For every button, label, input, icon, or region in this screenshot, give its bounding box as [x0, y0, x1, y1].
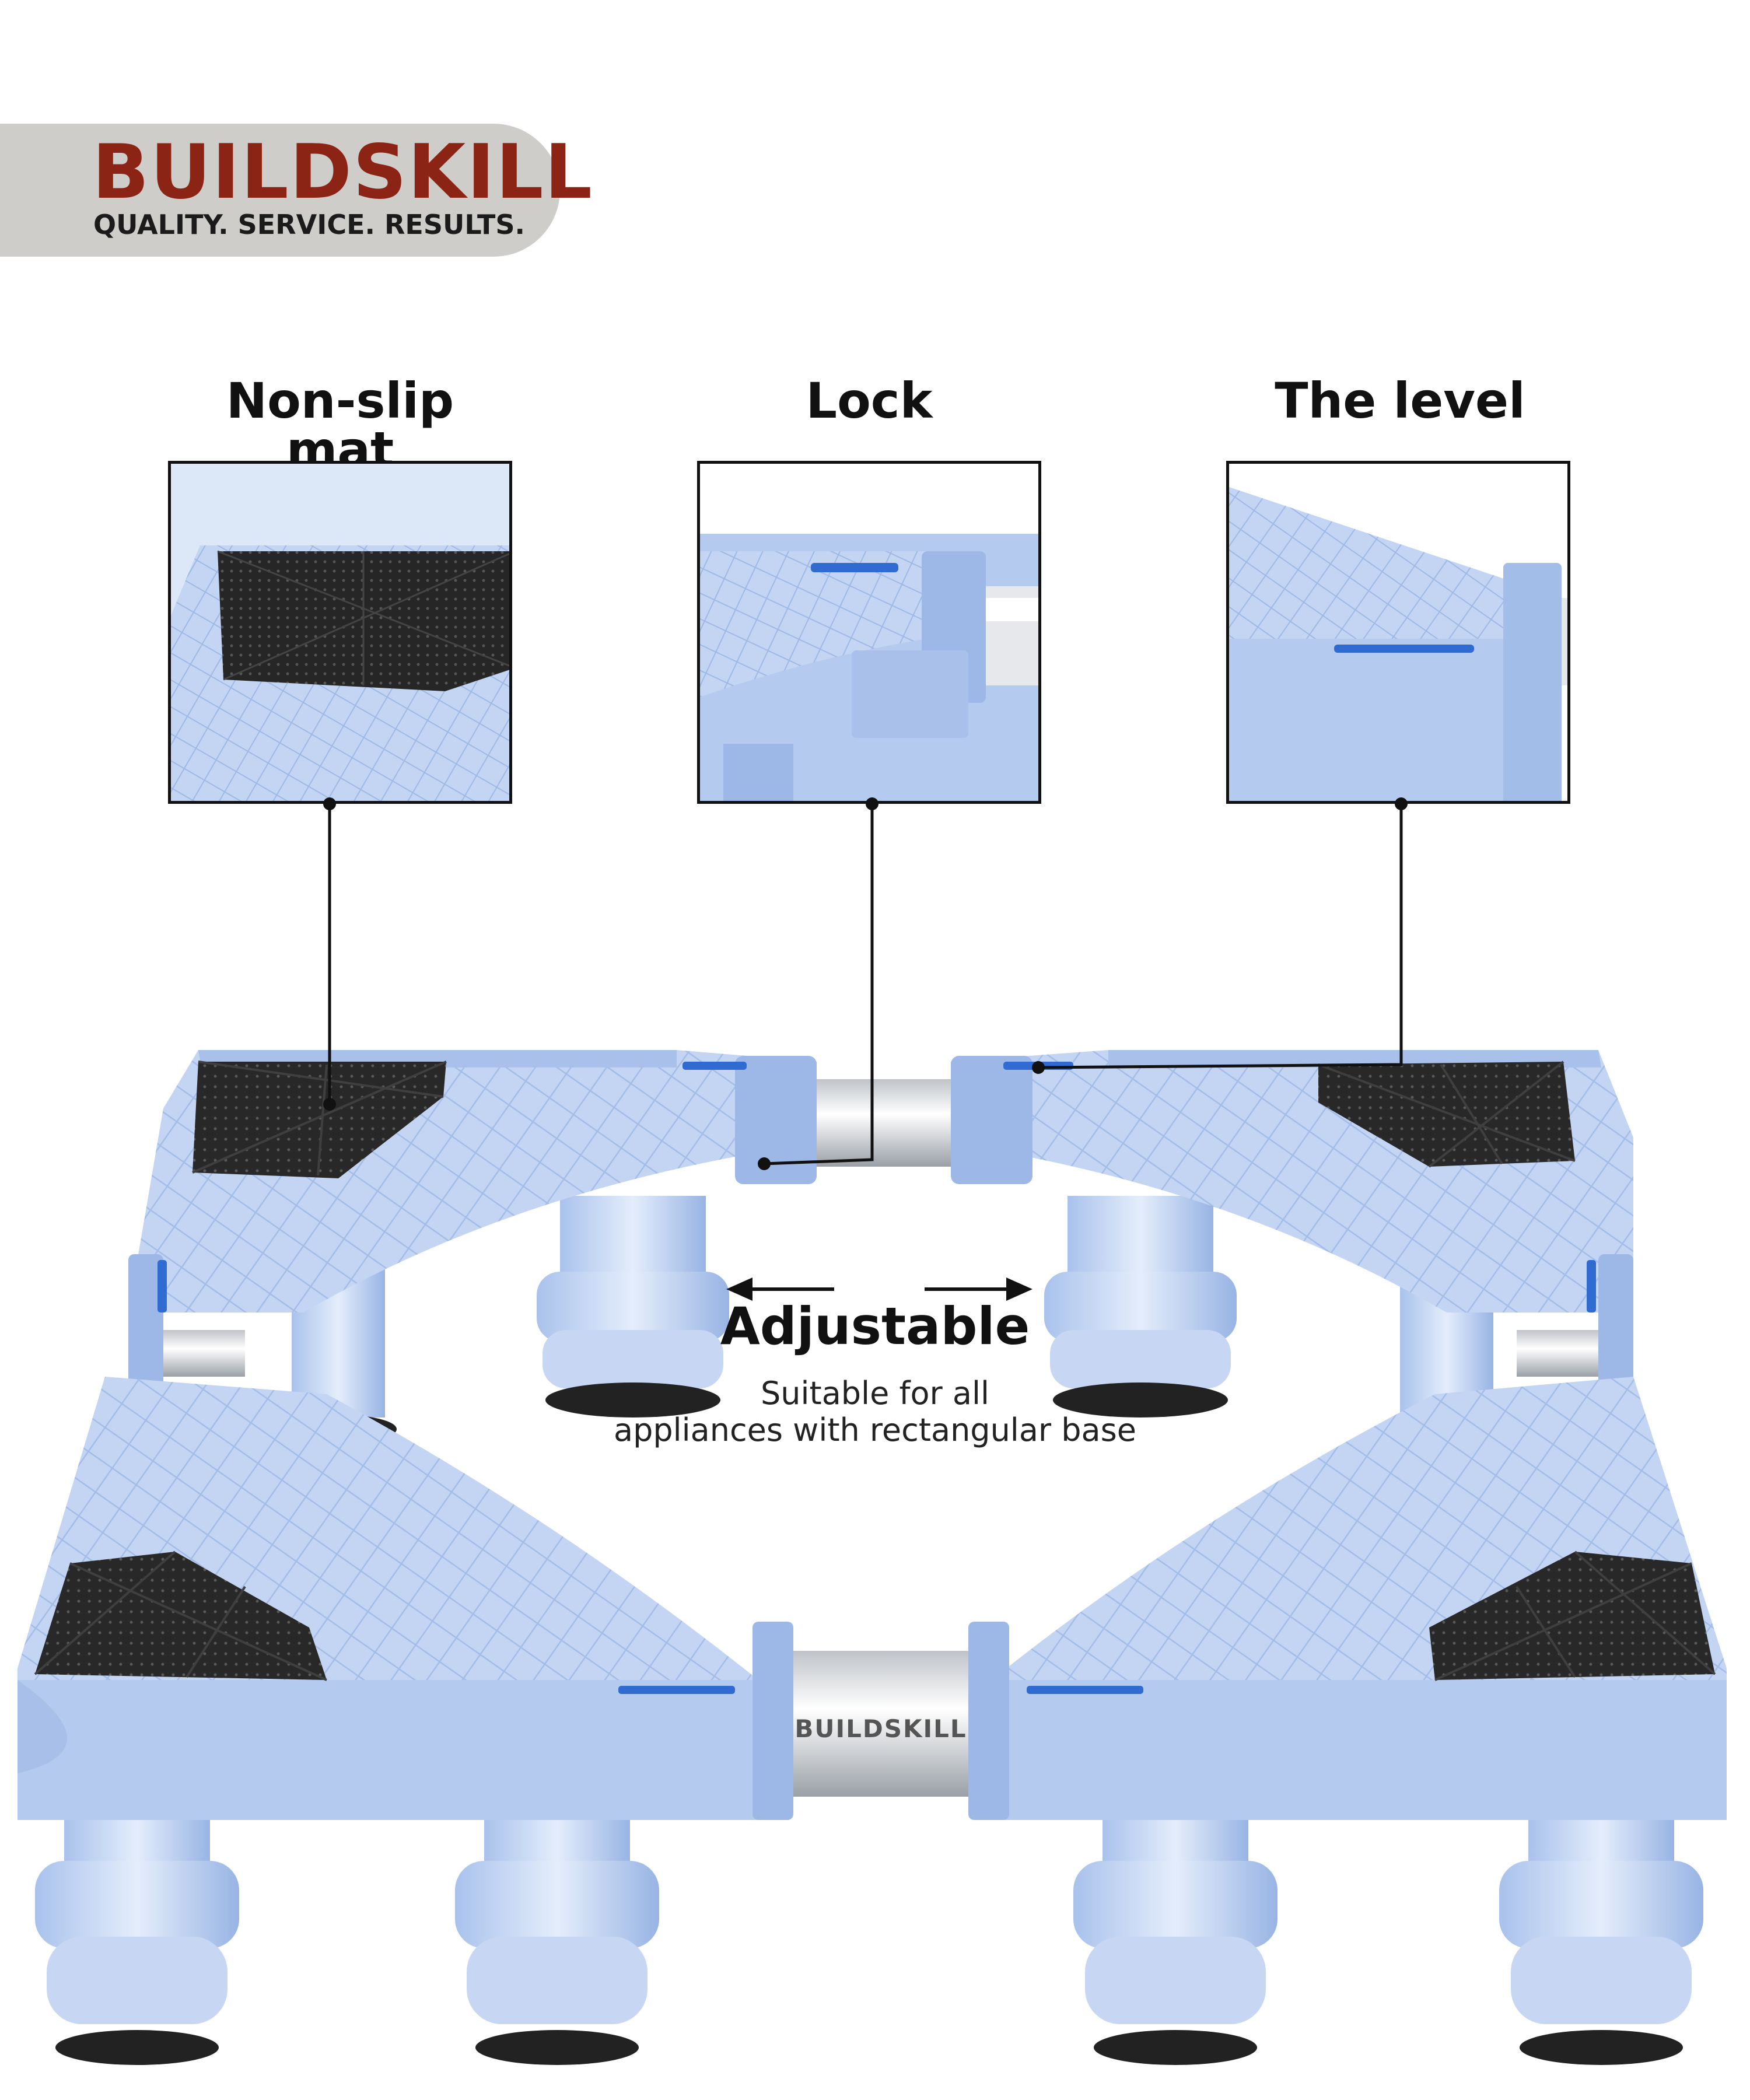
side-rail-right — [1517, 1330, 1598, 1377]
adjustable-title: Adjustable — [720, 1296, 1030, 1356]
adjustable-line-1: Suitable for all — [761, 1375, 989, 1412]
stand-corner-front-right — [968, 1377, 1727, 1820]
lock-closeup — [700, 464, 1038, 801]
front-legs — [35, 1814, 1703, 2065]
non-slip-mat-closeup — [171, 464, 509, 801]
callout-dots — [323, 797, 1408, 1170]
feature-title-lock: Lock — [806, 372, 933, 429]
callout-lines — [328, 804, 1403, 1166]
adjustable-line-2: appliances with rectangular base — [613, 1412, 1136, 1448]
zoom-non-slip-mat — [168, 461, 512, 804]
zoom-lock — [697, 461, 1041, 804]
stand-corner-top-left — [128, 1050, 817, 1312]
brand-tagline: QUALITY. SERVICE. RESULTS. — [93, 209, 525, 240]
zoom-level — [1226, 461, 1570, 804]
adjustable-arrows — [726, 1278, 1032, 1301]
brand-badge — [0, 124, 560, 257]
level-closeup — [1229, 464, 1567, 801]
feature-title-level: The level — [1275, 372, 1525, 429]
side-rail-left — [163, 1330, 245, 1377]
stand-corner-top-right — [951, 1050, 1633, 1312]
back-rail — [811, 1079, 951, 1167]
front-rail — [793, 1651, 968, 1797]
stand-corner-front-left — [18, 1377, 793, 1820]
brand-logo-text: BUILDSKILL — [92, 129, 594, 216]
rail-brand-text: BUILDSKILL — [794, 1714, 967, 1743]
